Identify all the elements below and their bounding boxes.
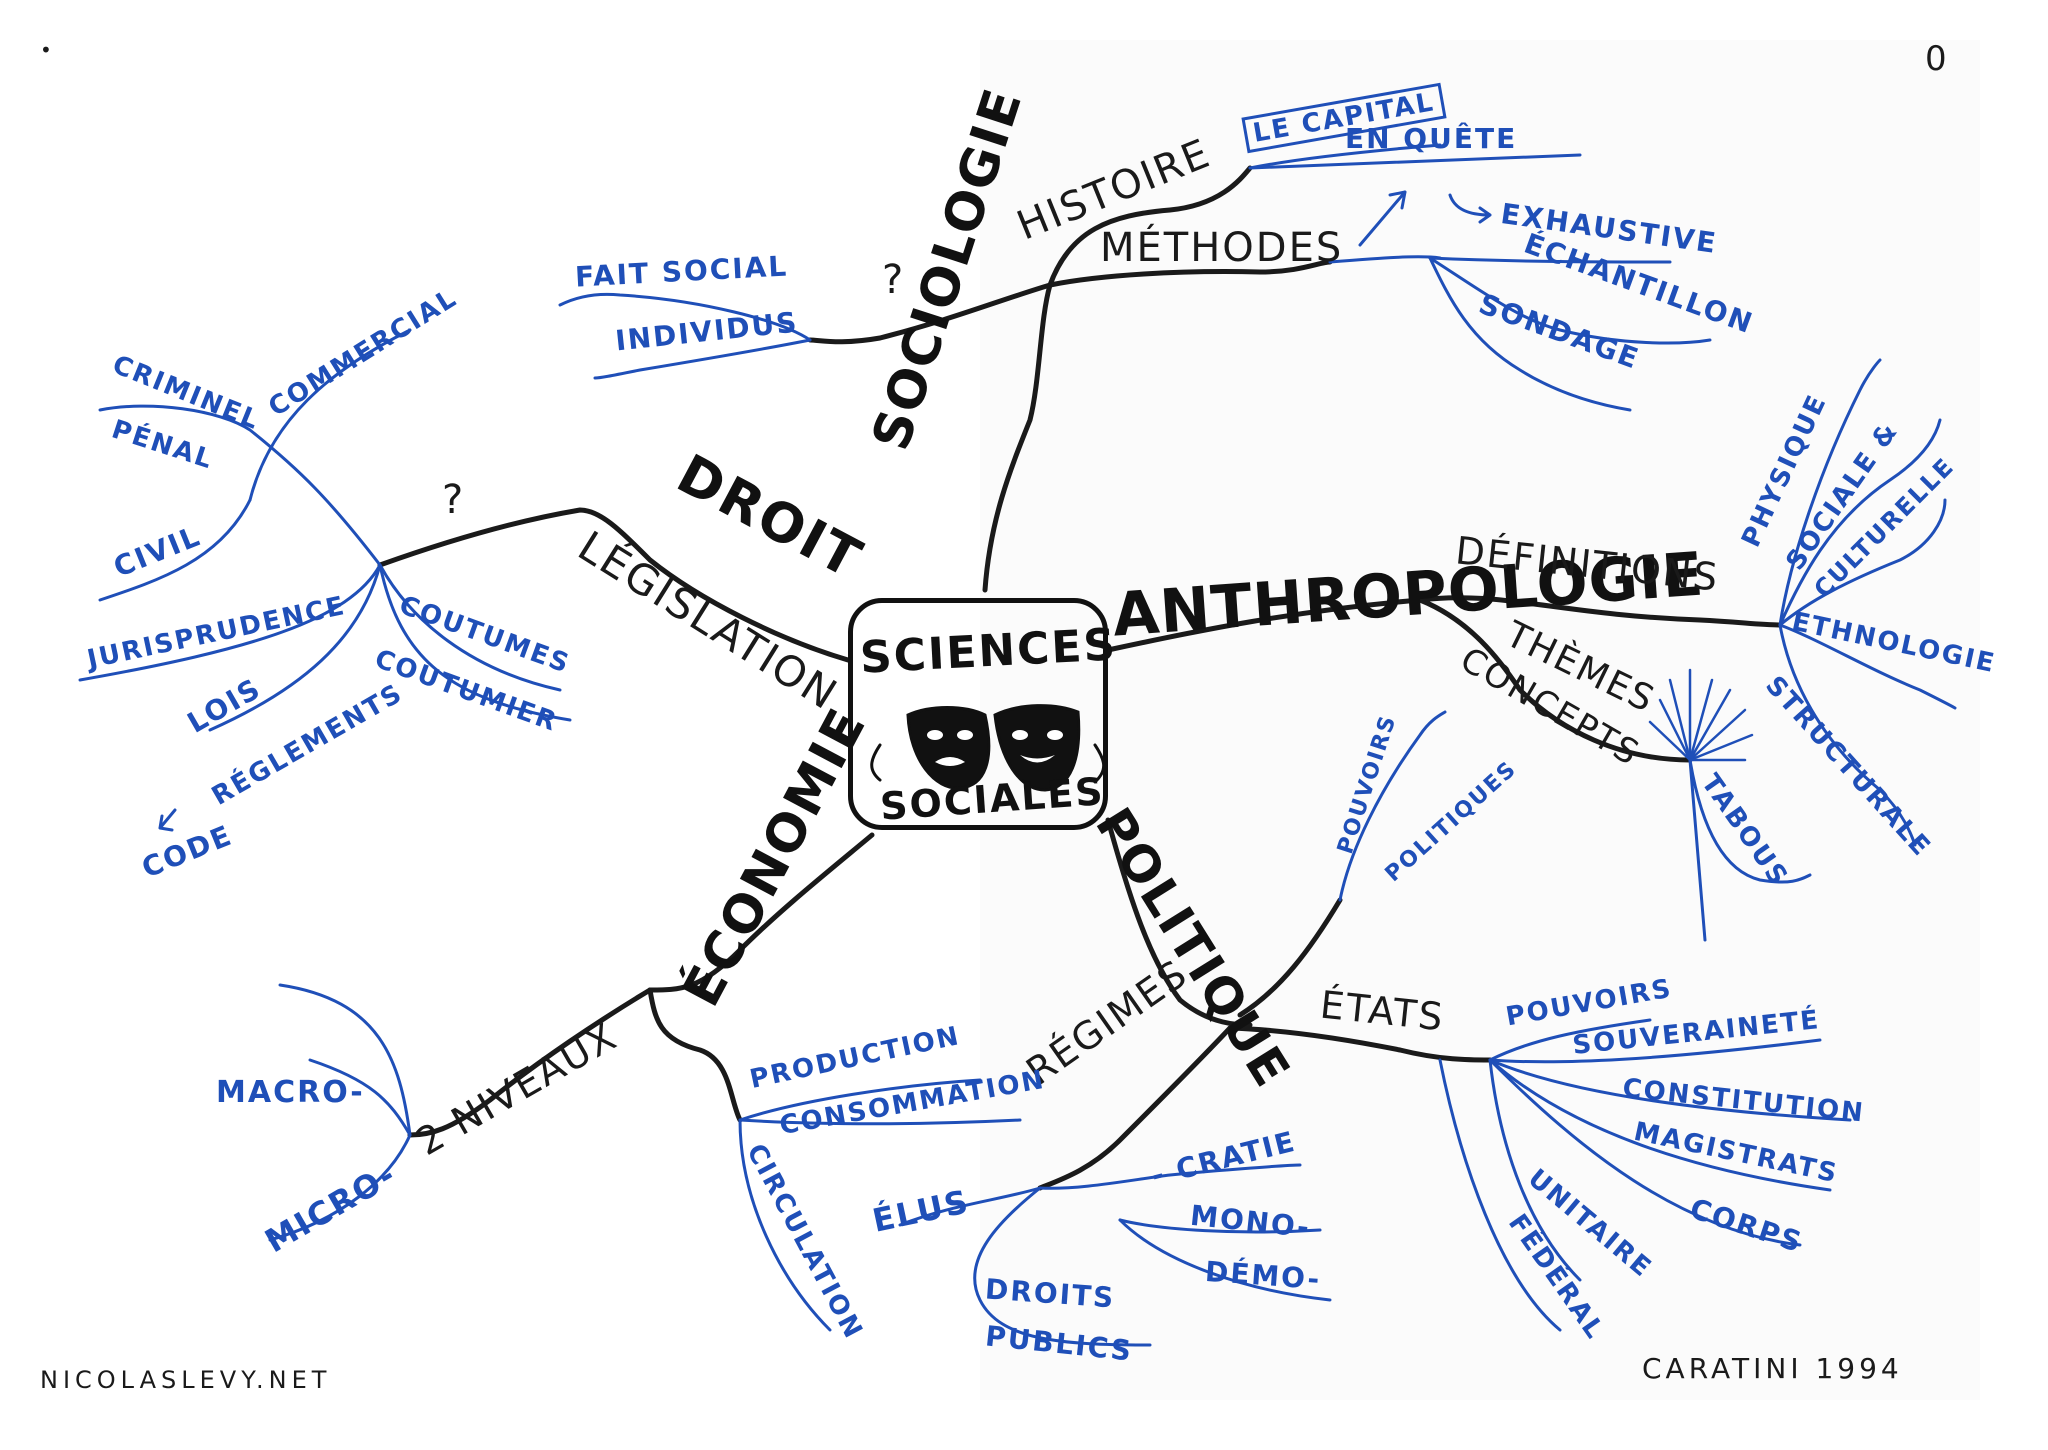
line-sociologie	[985, 285, 1050, 590]
label-sociologie-question: ?	[882, 260, 905, 300]
line-methodes-blue	[1330, 257, 1440, 262]
center-title-line1: SCIENCES	[859, 623, 1118, 680]
arrow-exhaustive	[1450, 195, 1490, 222]
label-demo: DÉMO-	[1204, 1258, 1322, 1294]
label-enquete: EN QUÊTE	[1345, 125, 1517, 153]
tabous-sunburst	[1650, 670, 1752, 760]
arrow-enquete	[1360, 192, 1405, 245]
label-droit-question: ?	[442, 480, 465, 520]
line-code	[160, 810, 175, 830]
label-macro: MACRO-	[216, 1078, 365, 1108]
label-methodes: MÉTHODES	[1100, 228, 1343, 268]
footer-credit: CARATINI 1994	[1642, 1355, 1903, 1383]
line-enquete	[1250, 155, 1580, 168]
footer-website: NICOLASLEVY.NET	[40, 1368, 331, 1392]
page-marker: 0	[1925, 42, 1949, 76]
line-economie-blue-up	[280, 985, 410, 1135]
dot-marker: •	[40, 40, 54, 60]
